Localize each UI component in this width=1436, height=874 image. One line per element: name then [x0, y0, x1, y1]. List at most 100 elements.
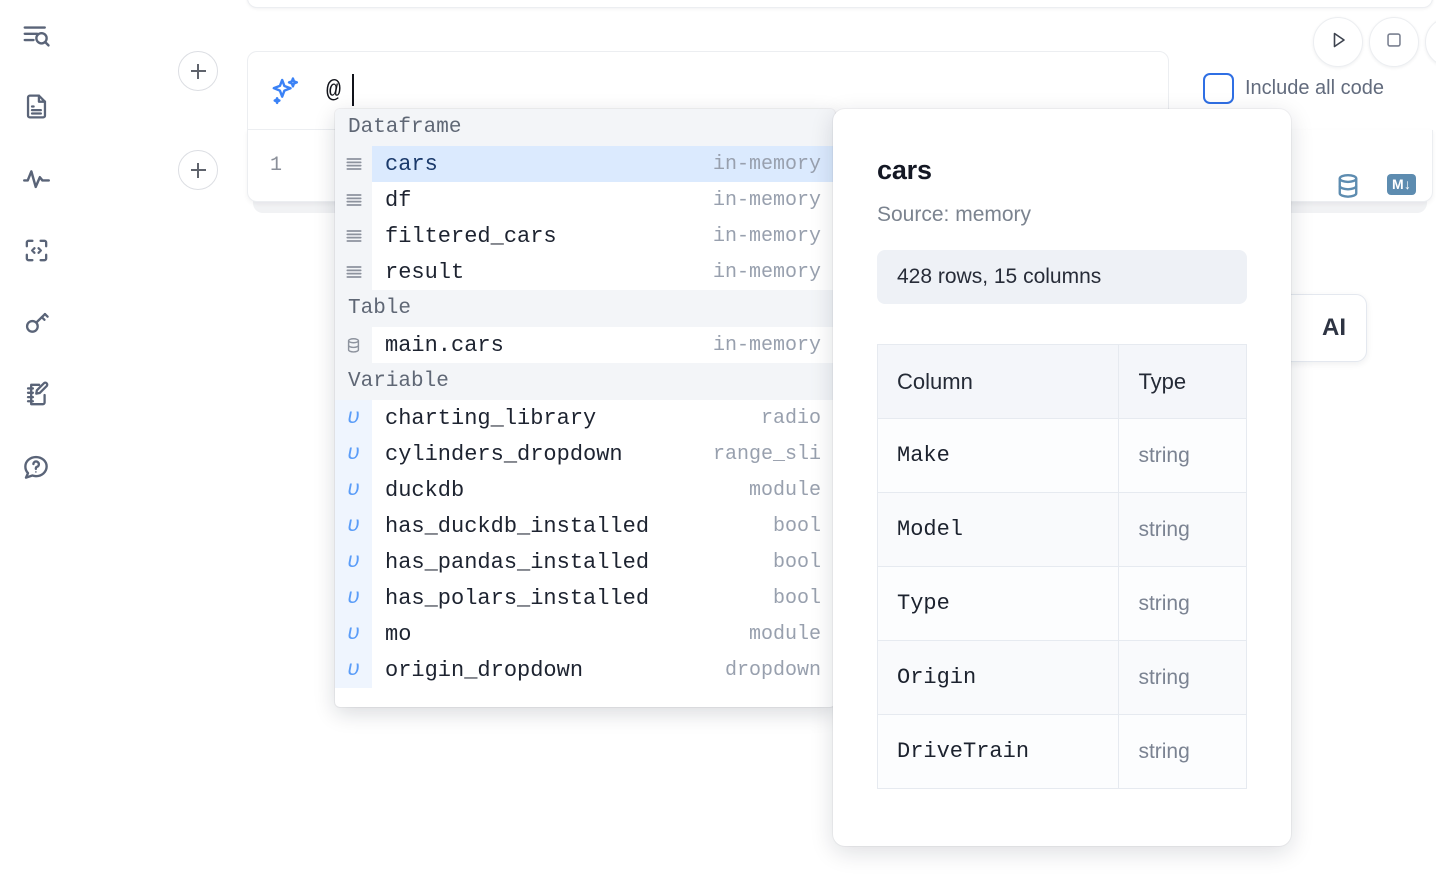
dropdown-item-name: origin_dropdown [385, 657, 584, 683]
explore-search-icon [21, 20, 51, 55]
dropdown-item-body: result in-memory [372, 254, 835, 290]
help-chat-icon [21, 452, 51, 487]
dropdown-item-type: module [748, 478, 821, 502]
sidebar-rail [0, 0, 72, 874]
stop-button[interactable] [1369, 17, 1419, 67]
dropdown-item-type: in-memory [712, 152, 821, 176]
document-icon [22, 92, 51, 126]
sidebar-item-snippets[interactable] [14, 231, 58, 275]
text-caret [352, 74, 354, 106]
sidebar-item-scratchpad[interactable] [14, 375, 58, 419]
table-db-icon [335, 327, 372, 363]
dropdown-item[interactable]: filtered_cars in-memory [335, 218, 835, 254]
table-header-row: Column Type [876, 344, 1247, 419]
dataframe-icon [335, 146, 372, 182]
dropdown-item-name: duckdb [385, 477, 465, 503]
cell-column-type: string [1118, 566, 1247, 641]
add-cell-button-bottom[interactable] [178, 150, 218, 190]
cell-column-name: Make [876, 418, 1120, 493]
variable-icon: υ [335, 508, 372, 544]
sidebar-item-help[interactable] [14, 447, 58, 491]
more-actions-button[interactable] [1425, 17, 1436, 67]
dropdown-item-type: in-memory [712, 260, 821, 284]
dropdown-item-body: has_duckdb_installed bool [372, 508, 835, 544]
dataframe-icon [335, 218, 372, 254]
activity-pulse-icon [21, 163, 52, 199]
include-all-code-checkbox[interactable] [1203, 73, 1234, 104]
sidebar-item-explore[interactable] [14, 15, 58, 59]
dropdown-item-type: bool [772, 514, 821, 538]
dataframe-icon [335, 182, 372, 218]
dropdown-item-name: df [385, 187, 412, 213]
include-all-code-row[interactable]: Include all code [1203, 73, 1384, 104]
variable-icon: υ [335, 472, 372, 508]
dropdown-item-type: bool [772, 586, 821, 610]
dropdown-group-header: Dataframe [335, 109, 835, 146]
dropdown-item-name: has_polars_installed [385, 585, 650, 611]
dataframe-preview-panel: cars Source: memory 428 rows, 15 columns… [833, 109, 1291, 846]
dropdown-item[interactable]: result in-memory [335, 254, 835, 290]
sidebar-item-activity[interactable] [14, 159, 58, 203]
sidebar-item-secrets[interactable] [14, 303, 58, 347]
cell-column-name: Origin [876, 640, 1120, 715]
dropdown-item-type: in-memory [712, 224, 821, 248]
dropdown-item-name: has_duckdb_installed [385, 513, 650, 539]
header-column: Column [876, 344, 1120, 419]
dropdown-item[interactable]: υ origin_dropdown dropdown [335, 652, 835, 688]
cell-column-type: string [1118, 640, 1247, 715]
dropdown-item-type: dropdown [724, 658, 821, 682]
cell-column-type: string [1118, 418, 1247, 493]
ai-sparkle-icon [268, 74, 302, 108]
key-icon [22, 308, 51, 342]
with-ai-card-label: AI [1322, 314, 1346, 341]
dropdown-item-body: filtered_cars in-memory [372, 218, 835, 254]
preview-source: Source: memory [877, 203, 1032, 226]
dropdown-item[interactable]: υ has_polars_installed bool [335, 580, 835, 616]
cell-column-name: DriveTrain [876, 714, 1120, 789]
line-number: 1 [270, 154, 283, 177]
dropdown-item-name: mo [385, 621, 412, 647]
dropdown-item-name: has_pandas_installed [385, 549, 650, 575]
run-button[interactable] [1313, 17, 1363, 67]
code-snippet-icon [22, 236, 51, 270]
variable-icon: υ [335, 580, 372, 616]
play-icon [1326, 28, 1350, 57]
stop-square-icon [1383, 29, 1405, 56]
dropdown-item[interactable]: υ has_duckdb_installed bool [335, 508, 835, 544]
database-icon[interactable] [1333, 171, 1363, 206]
notebook-edit-icon [22, 380, 51, 414]
dropdown-item-type: range_sli [712, 442, 821, 466]
cell-column-name: Model [876, 492, 1120, 567]
dropdown-item-name: result [385, 259, 465, 285]
dropdown-item-name: charting_library [385, 405, 597, 431]
add-cell-button-top[interactable] [178, 51, 218, 91]
cell-column-type: string [1118, 714, 1247, 789]
dropdown-item-name: filtered_cars [385, 223, 557, 249]
preview-title: cars [877, 155, 932, 185]
ai-prompt-input[interactable]: @ [326, 76, 342, 105]
header-type: Type [1118, 344, 1247, 419]
include-all-code-label: Include all code [1245, 77, 1384, 99]
variable-icon: υ [335, 652, 372, 688]
sidebar-item-notebook-file[interactable] [14, 87, 58, 131]
markdown-badge[interactable]: M↓ [1387, 174, 1417, 195]
